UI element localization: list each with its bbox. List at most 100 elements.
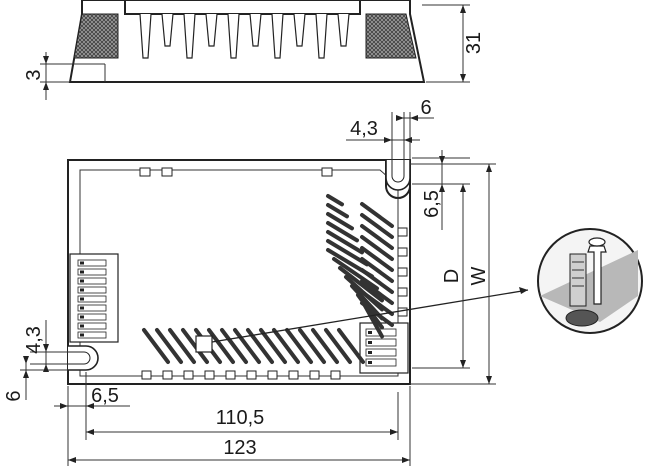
right-vent-slot bbox=[360, 268, 394, 294]
bottom-vent-slot bbox=[155, 328, 183, 364]
bottom-vent-tab bbox=[183, 370, 194, 380]
right-vent-slot bbox=[360, 290, 394, 316]
side-view-fin bbox=[315, 13, 328, 59]
right-vent-slot bbox=[326, 221, 359, 243]
bottom-vent-slot bbox=[233, 328, 261, 364]
bottom-vent-tab bbox=[267, 370, 278, 380]
side-view: 31 3 bbox=[23, 0, 485, 100]
right-vent-tab bbox=[397, 287, 408, 297]
width-label: W bbox=[468, 266, 490, 285]
side-view-fin bbox=[227, 13, 240, 59]
detail-hole bbox=[565, 309, 599, 327]
detail-terminal bbox=[569, 253, 587, 307]
left-terminal-pin bbox=[77, 304, 107, 312]
right-vent-slot bbox=[338, 266, 384, 303]
right-vent-slot bbox=[360, 301, 394, 327]
side-view-right-connector bbox=[365, 13, 417, 59]
right-hatched-vents bbox=[326, 194, 394, 339]
right-vent-slot bbox=[360, 224, 394, 250]
detail-terminal-ribs bbox=[572, 261, 584, 287]
left-terminal-pin-mark bbox=[80, 288, 84, 292]
left-terminal-pin-mark bbox=[80, 261, 84, 265]
right-vent-slot bbox=[360, 279, 394, 305]
right-mount-slot-inner bbox=[391, 160, 405, 183]
detail-surface bbox=[540, 250, 638, 322]
side-view-fin bbox=[161, 13, 174, 47]
right-terminal-pin-mark bbox=[368, 341, 372, 344]
left-terminal-pin-mark bbox=[80, 315, 84, 319]
height-dim-label: 31 bbox=[463, 32, 485, 54]
bottom-vent-tab bbox=[204, 370, 215, 380]
bottom-vent-slot bbox=[324, 328, 352, 364]
bottom-vent-slot bbox=[181, 328, 209, 364]
bottom-vent-slot bbox=[337, 328, 365, 364]
right-vent-slot bbox=[360, 213, 394, 239]
left-terminal-pin-mark bbox=[80, 270, 84, 274]
right-vent-slot bbox=[326, 212, 354, 231]
right-vent-slot bbox=[362, 302, 384, 339]
bottom-vent-tab bbox=[288, 370, 299, 380]
side-view-fin bbox=[205, 13, 218, 47]
top-view: D W 6,5 4,3 6 4,3 6 6,5 bbox=[3, 97, 529, 466]
right-vent-tabs bbox=[397, 227, 408, 317]
right-terminal-pin-mark bbox=[368, 331, 372, 334]
detail-release-tool-top bbox=[588, 237, 606, 247]
left-terminal-pin bbox=[77, 295, 107, 303]
right-vent-slot bbox=[326, 194, 344, 207]
bottom-vent-tab bbox=[330, 370, 341, 380]
left-terminal-pin bbox=[77, 259, 107, 267]
left-terminal-block bbox=[69, 253, 119, 343]
depth-label: D bbox=[441, 269, 463, 283]
slot-depth-label: 6,5 bbox=[421, 190, 443, 218]
right-vent-slot bbox=[360, 246, 394, 272]
right-terminal-pin-mark bbox=[368, 361, 372, 364]
right-vent-slot bbox=[360, 257, 394, 283]
bottom-vent-slot bbox=[259, 328, 287, 364]
right-terminal-block bbox=[359, 322, 409, 374]
right-terminal-pin bbox=[365, 338, 397, 347]
indicator-square bbox=[195, 335, 213, 353]
slot-offset-arrows bbox=[384, 137, 412, 143]
detail-release-tool bbox=[587, 245, 607, 305]
bottom-vent-slot bbox=[220, 328, 248, 364]
side-view-fin bbox=[337, 13, 350, 47]
right-vent-tab bbox=[397, 307, 408, 317]
side-view-fin bbox=[139, 13, 152, 59]
side-view-left-connector bbox=[73, 13, 119, 59]
right-terminal-pin bbox=[365, 358, 397, 367]
top-view-outline bbox=[67, 159, 411, 385]
left-terminal-pin-mark bbox=[80, 333, 84, 337]
height-arrows bbox=[460, 5, 466, 82]
detail-leader-arrow bbox=[519, 287, 528, 294]
right-terminal-pin bbox=[365, 348, 397, 357]
right-vent-slot bbox=[360, 235, 394, 261]
bottom-hatched-vents bbox=[142, 328, 365, 364]
bottom-vent-slot bbox=[311, 328, 339, 364]
left-terminal-pin-mark bbox=[80, 306, 84, 310]
bottom-vent-slot bbox=[285, 328, 313, 364]
base-step-dim-label: 3 bbox=[23, 69, 45, 80]
left-slot-depth-arrows bbox=[60, 403, 94, 409]
left-terminal-pin-mark bbox=[80, 279, 84, 283]
left-terminal-pin-mark bbox=[80, 297, 84, 301]
detail-leader-line bbox=[211, 289, 529, 343]
right-vent-tab bbox=[397, 267, 408, 277]
mount-distance-label: 110,5 bbox=[216, 407, 265, 429]
left-slot-width-label: 6 bbox=[3, 390, 25, 401]
detail-view bbox=[537, 228, 643, 334]
bottom-vent-tabs bbox=[141, 370, 341, 380]
right-vent-tab bbox=[397, 227, 408, 237]
left-terminal-pin bbox=[77, 286, 107, 294]
left-slot-width-arrows bbox=[23, 356, 29, 378]
side-view-fins bbox=[139, 13, 350, 59]
left-slot-height-arrows bbox=[43, 344, 49, 372]
right-vent-slot bbox=[326, 239, 369, 267]
total-length-label: 123 bbox=[223, 437, 256, 459]
bottom-vent-slot bbox=[142, 328, 170, 364]
left-terminal-pin bbox=[77, 322, 107, 330]
bottom-vent-tab bbox=[162, 370, 173, 380]
bottom-vent-slot bbox=[298, 328, 326, 364]
side-view-fin bbox=[293, 13, 306, 47]
bottom-vent-slot bbox=[207, 328, 235, 364]
